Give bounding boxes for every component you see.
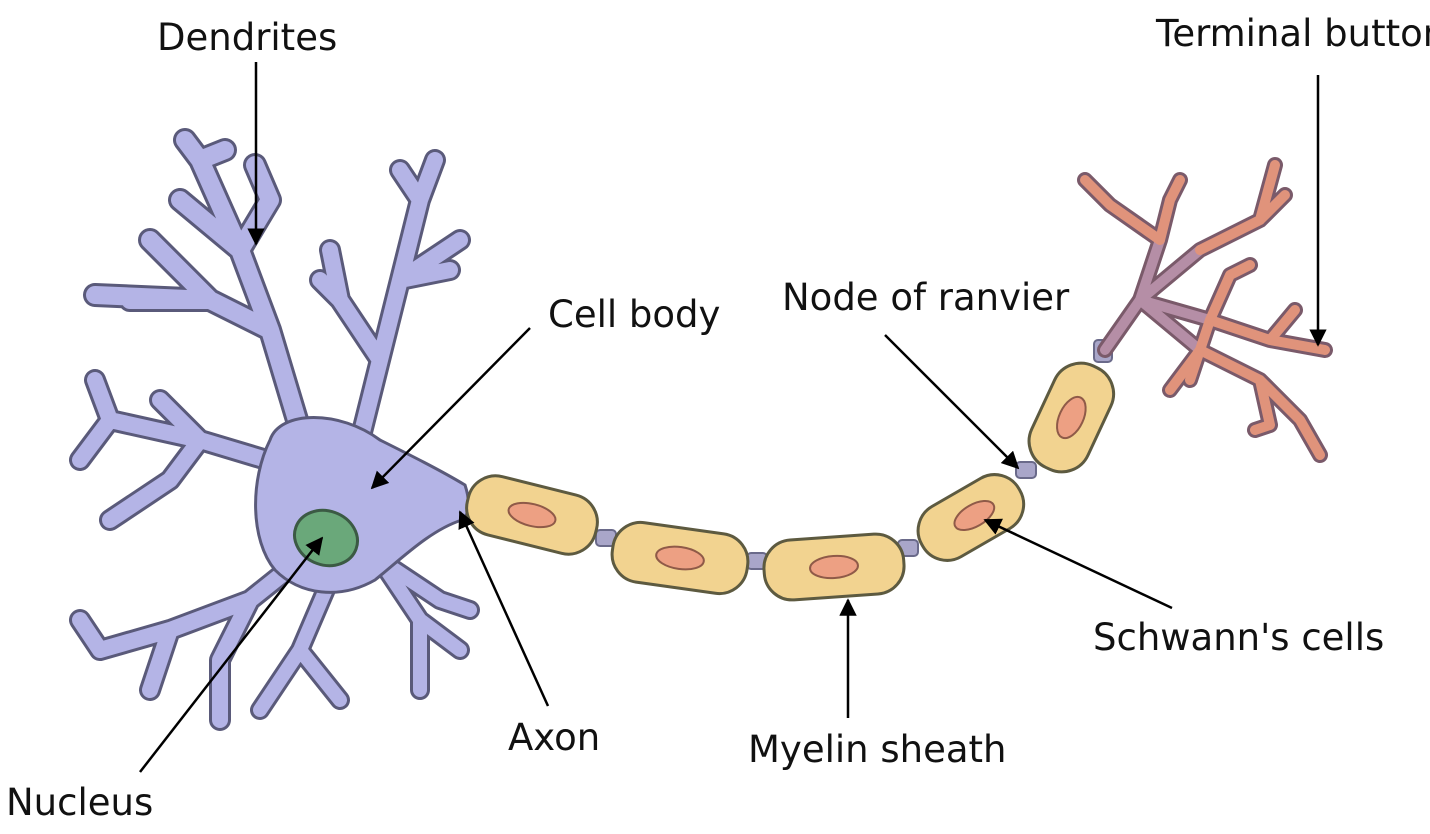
- arrow-node-of-ranvier: [884, 334, 1020, 470]
- arrow-axon: [458, 510, 550, 707]
- schwann-cell: [916, 473, 1026, 562]
- schwann-cell: [762, 532, 906, 602]
- cell-body: [254, 416, 470, 594]
- axon-terminal: [1077, 157, 1333, 463]
- arrow-nucleus: [139, 536, 324, 773]
- label-node-of-ranvier: Node of ranvier: [782, 276, 1070, 319]
- schwann-cell: [465, 474, 599, 556]
- schwann-cell: [610, 520, 750, 596]
- label-dendrites: Dendrites: [157, 16, 337, 59]
- schwann-cell: [1027, 361, 1116, 474]
- arrow-schwanns-cells: [983, 518, 1173, 610]
- label-myelin-sheath: Myelin sheath: [748, 728, 1006, 771]
- pointer-arrows: [139, 62, 1327, 773]
- arrow-cell-body: [370, 327, 531, 490]
- cell-body-group: [69, 128, 480, 731]
- label-schwanns-cells: Schwann's cells: [1093, 616, 1384, 659]
- label-axon: Axon: [508, 716, 600, 759]
- myelin-sheath: [465, 361, 1116, 602]
- label-terminal-button: Terminal button: [1155, 12, 1430, 55]
- labels: Dendrites Terminal button Cell body Node…: [6, 12, 1430, 824]
- label-cell-body: Cell body: [548, 293, 720, 336]
- label-nucleus: Nucleus: [6, 781, 153, 824]
